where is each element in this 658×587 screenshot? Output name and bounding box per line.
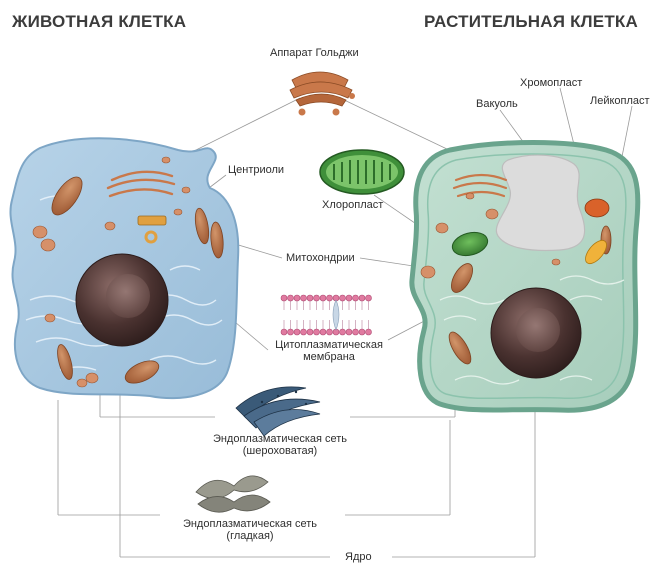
centrioles-label: Центриоли [228, 164, 285, 176]
er-rough-label-line1: Эндоплазматическая сеть [212, 433, 348, 445]
lipid-head [313, 328, 320, 336]
chromoplast-label: Хромопласт [520, 77, 583, 89]
lipid-head [352, 328, 359, 336]
plant-er-lines [439, 275, 625, 385]
nucleus-label: Ядро [345, 551, 372, 563]
plant-cell-title: РАСТИТЕЛЬНАЯ КЛЕТКА [423, 12, 638, 31]
lipid-head [345, 294, 353, 302]
lipid-head [326, 328, 333, 336]
er-rough-label-line2: (шероховатая) [242, 445, 318, 457]
centrioles [137, 215, 167, 244]
chloroplast-label: Хлоропласт [322, 199, 384, 211]
plant-vesicles [420, 192, 561, 279]
golgi-illustration [289, 71, 355, 116]
mitochondria-label: Митохондрии [286, 252, 355, 264]
plant-cell-membrane [423, 153, 627, 400]
lipid-head [293, 328, 301, 336]
lipid-head [287, 294, 294, 302]
lipid-head [358, 294, 366, 302]
lipid-head [293, 294, 301, 302]
membrane-label: Цитоплазматическая мембрана [270, 339, 388, 363]
lipid-head [365, 328, 372, 336]
er-smooth-label: Эндоплазматическая сеть (гладкая) [160, 518, 340, 542]
leucoplast-body [585, 239, 607, 265]
animal-cell [9, 137, 240, 400]
lipid-head [306, 328, 314, 336]
rough-er-illustration [235, 386, 321, 437]
lipid-head [300, 294, 307, 302]
membrane-illustration [280, 294, 372, 336]
plant-golgi [452, 173, 508, 198]
animal-golgi [106, 170, 176, 198]
lipid-head [313, 294, 320, 302]
plant-cell-wall [409, 140, 641, 413]
lipid-head [326, 294, 333, 302]
lipid-head [287, 328, 294, 336]
lipid-head [280, 294, 288, 302]
lipid-head [280, 328, 288, 336]
membrane-label-line1: Цитоплазматическая [275, 339, 383, 351]
animal-vesicles [32, 156, 191, 388]
animal-mitochondria [51, 176, 224, 384]
er-rough-label: Эндоплазматическая сеть (шероховатая) [206, 433, 354, 457]
lipid-head [300, 328, 307, 336]
chloroplast-illustration [319, 149, 405, 195]
lipid-head [365, 294, 372, 302]
lipid-head [345, 328, 353, 336]
plant-chloroplast [451, 231, 489, 257]
animal-nucleolus [106, 274, 150, 318]
lipid-head [352, 294, 359, 302]
lipid-head [339, 328, 346, 336]
golgi-label: Аппарат Гольджи [270, 47, 359, 59]
smooth-er-illustration [195, 475, 271, 513]
vacuole-label: Вакуоль [476, 98, 518, 110]
plant-nucleolus [516, 308, 560, 352]
lipid-head [339, 294, 346, 302]
chromoplast-body [584, 198, 610, 218]
lipid-head [319, 328, 327, 336]
animal-cell-title: ЖИВОТНАЯ КЛЕТКА [12, 12, 187, 31]
plant-cell [409, 140, 641, 413]
lipid-head [358, 328, 366, 336]
vacuole-shape [495, 154, 586, 252]
er-smooth-label-line1: Эндоплазматическая сеть [182, 518, 318, 530]
leucoplast-label: Лейкопласт [590, 95, 650, 107]
lipid-head [319, 294, 327, 302]
membrane-label-line2: мембрана [303, 351, 355, 363]
er-smooth-label-line2: (гладкая) [226, 530, 274, 542]
lipid-head [306, 294, 314, 302]
